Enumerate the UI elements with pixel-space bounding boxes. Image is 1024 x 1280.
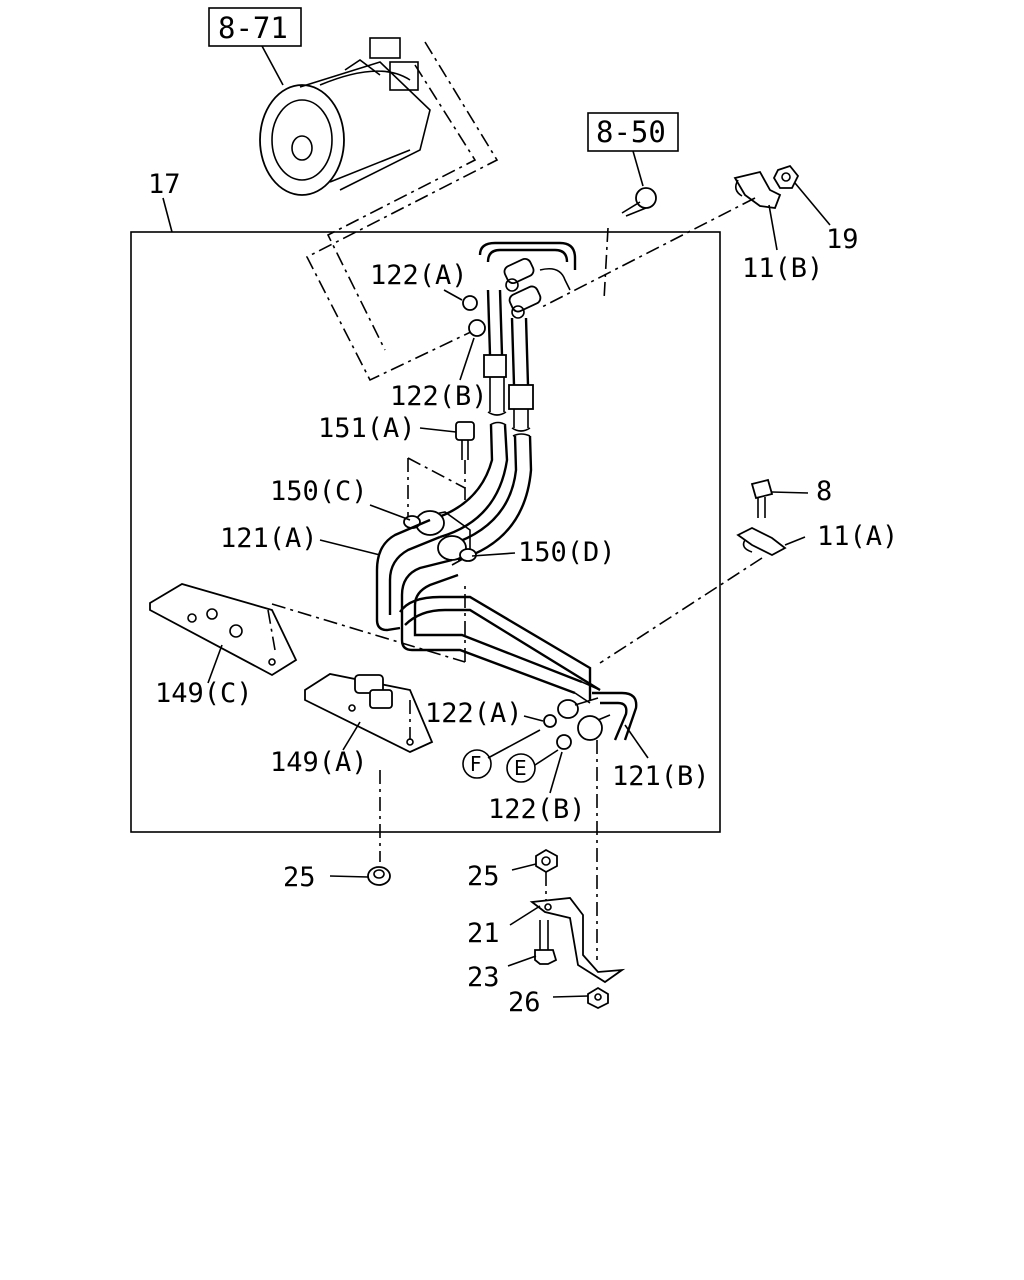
nut-19 [772,164,800,189]
leader-122a-top [443,289,463,301]
label-121a: 121(A) [220,523,318,554]
bolt-8-50 [603,187,657,301]
leader-e [534,749,559,766]
circle-ref-e-text: E [514,756,527,780]
label-149a: 149(A) [270,747,368,778]
circle-ref-e[interactable]: E [506,753,536,783]
hose-121b-fittings [557,691,638,741]
assembly-17-boundary [130,231,721,833]
leader-149a [342,721,361,751]
label-150d: 150(D) [518,537,616,568]
bracket-149c [149,583,298,677]
circle-ref-f-text: F [470,752,482,776]
label-11a: 11(A) [817,521,898,552]
label-25-right: 25 [467,861,500,892]
bolt-23 [534,920,558,965]
leader-122b-top [459,337,475,381]
ref-box-8-71[interactable]: 8-71 [208,7,302,47]
label-25-left: 25 [283,862,316,893]
leader-151a [419,427,457,433]
clamp-11b [733,170,782,209]
label-11b: 11(B) [742,253,823,284]
label-19: 19 [826,224,859,255]
leader-150c [369,504,411,521]
leader-122b-bottom [549,751,563,794]
label-8: 8 [816,476,832,507]
o-ring-122a-top [462,295,478,311]
leader-f [487,729,541,759]
leader-23 [507,955,537,967]
nut-26 [587,986,609,1010]
o-ring-122b-top [468,319,486,337]
label-122b-top: 122(B) [390,381,488,412]
label-121b: 121(B) [612,761,710,792]
label-122b-bottom: 122(B) [488,794,586,825]
bracket-149a [304,673,434,753]
bracket-149c-dash [271,603,466,663]
compressor-link-outline [305,41,499,382]
o-ring-122a-bottom [543,714,557,728]
leader-150d [471,552,516,557]
bracket-21 [529,897,626,984]
bolt-151a [455,421,475,500]
clamp-11b-dash [539,197,756,309]
leader-25-left [329,875,369,878]
compressor-illustration [259,37,431,196]
label-17: 17 [148,169,181,200]
leader-8 [771,491,809,494]
leader-17 [162,197,173,233]
clamp-11a [736,526,787,557]
label-21: 21 [467,918,500,949]
ref-box-8-50-text: 8-50 [596,115,666,149]
label-149c: 149(C) [155,678,253,709]
nut-25-right [535,848,558,874]
leader-11a [784,536,806,546]
leader-122a-bottom [523,715,544,722]
leader-121b [624,724,649,759]
clamp-bracket-150 [403,457,477,566]
leader-21 [509,905,541,926]
leader-8-71 [261,45,284,86]
ref-box-8-50[interactable]: 8-50 [587,112,679,152]
leader-121a [319,539,381,556]
o-ring-122b-bottom [556,734,572,750]
compressor-link-outline-inner [326,64,477,351]
hose-fittings-top [478,241,577,319]
label-151a: 151(A) [318,413,416,444]
leader-25-right [511,863,537,871]
leader-8-50 [632,150,644,187]
label-122a-bottom: 122(A) [425,698,523,729]
label-150c: 150(C) [270,476,368,507]
leader-11b [768,204,778,251]
label-23: 23 [467,962,500,993]
clamp-11a-dash [599,557,763,664]
leader-26 [552,995,589,998]
bolt-8 [750,478,774,518]
leader-149c [207,644,223,684]
nut-25-left [367,866,391,886]
label-26: 26 [508,987,541,1018]
circle-ref-f[interactable]: F [462,749,492,779]
leader-19 [794,182,831,226]
label-122a-top: 122(A) [370,260,468,291]
ref-box-8-71-text: 8-71 [218,11,288,45]
